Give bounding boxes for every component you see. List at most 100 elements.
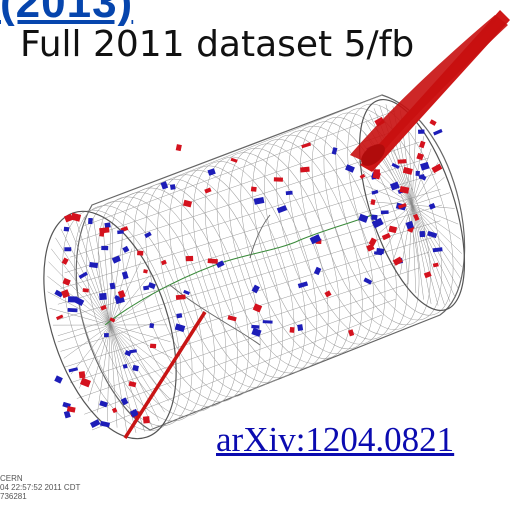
energy-deposit (262, 320, 273, 324)
energy-deposit (276, 205, 288, 214)
energy-deposit (428, 202, 436, 210)
energy-deposit (122, 364, 128, 369)
energy-deposit (432, 247, 443, 253)
energy-deposit (345, 164, 355, 173)
energy-deposit (117, 230, 124, 235)
energy-deposit (169, 184, 176, 190)
energy-deposit (331, 147, 338, 155)
energy-deposit (368, 237, 377, 247)
energy-deposit (415, 170, 420, 177)
energy-deposit (371, 214, 378, 221)
energy-deposit (381, 232, 391, 241)
event-info: CERN 04 22:57:52 2011 CDT 736281 (0, 474, 80, 501)
energy-deposit (124, 350, 132, 357)
energy-deposit (300, 166, 310, 173)
detector-cylinder (43, 94, 466, 440)
energy-deposit (392, 256, 403, 266)
energy-deposit (289, 326, 295, 333)
energy-deposit (176, 313, 183, 319)
energy-deposit (207, 168, 216, 176)
energy-deposit (324, 290, 332, 298)
energy-deposit (89, 419, 101, 428)
energy-deposit (109, 317, 116, 323)
energy-deposit (359, 173, 366, 179)
energy-deposit (185, 255, 194, 262)
energy-deposit (417, 129, 425, 134)
energy-deposit (374, 116, 385, 127)
energy-deposit (397, 202, 407, 209)
energy-deposit (431, 163, 443, 174)
energy-deposit (67, 307, 78, 313)
energy-deposit (82, 288, 89, 293)
energy-deposit (175, 144, 182, 152)
energy-deposit (78, 271, 88, 280)
energy-deposit (63, 410, 71, 419)
info-line-1: CERN (0, 474, 23, 483)
muon-tracks (123, 10, 510, 439)
energy-deposit (144, 231, 152, 239)
arxiv-link[interactable]: arXiv:1204.0821 (216, 420, 455, 459)
energy-deposit (251, 324, 260, 329)
energy-deposit (348, 329, 355, 337)
energy-deposit (132, 364, 139, 372)
energy-deposit (371, 189, 379, 195)
energy-deposit (61, 257, 69, 265)
energy-deposit (142, 416, 150, 424)
energy-deposit (373, 169, 380, 177)
info-line-2: 04 22:57:52 2011 CDT (0, 483, 81, 492)
energy-deposit (109, 282, 116, 290)
energy-deposit (399, 185, 410, 194)
energy-deposit (175, 294, 186, 300)
inner-tracks (104, 214, 373, 346)
energy-deposit (120, 397, 129, 406)
reference-year-link[interactable]: (2013) (0, 0, 134, 27)
energy-deposit (371, 217, 384, 229)
energy-deposit (63, 226, 70, 232)
energy-deposit (68, 367, 79, 373)
energy-deposit (64, 213, 74, 223)
energy-deposit (147, 282, 156, 290)
energy-deposit (358, 213, 369, 223)
energy-deposit (64, 247, 72, 252)
energy-deposit (89, 262, 99, 269)
energy-deposit (122, 245, 130, 253)
energy-deposit (149, 323, 155, 329)
energy-deposit (100, 304, 107, 311)
energy-deposit (78, 371, 86, 379)
energy-deposit (160, 181, 169, 190)
energy-deposit (54, 375, 63, 384)
energy-deposit (183, 289, 190, 295)
energy-deposit (227, 315, 237, 322)
energy-deposit (88, 217, 93, 225)
energy-deposit (297, 324, 304, 331)
energy-deposit (62, 277, 71, 286)
energy-deposit (273, 177, 283, 182)
energy-deposit (160, 259, 167, 266)
energy-deposit (99, 227, 110, 234)
energy-deposit (391, 162, 400, 169)
energy-deposit (117, 289, 126, 299)
energy-deposit (402, 166, 413, 175)
energy-deposit (121, 271, 129, 280)
energy-deposit (413, 213, 420, 222)
energy-deposit (432, 262, 439, 268)
energy-deposit (128, 381, 137, 388)
energy-deposit (297, 281, 309, 289)
energy-deposit (309, 234, 322, 245)
energy-deposit (183, 199, 193, 208)
energy-deposit (70, 212, 82, 222)
energy-deposit (137, 250, 144, 256)
energy-deposit (285, 190, 293, 196)
energy-deposit (389, 181, 400, 191)
energy-deposit (433, 128, 443, 136)
energy-deposit (373, 251, 383, 256)
energy-deposit (363, 277, 373, 285)
energy-deposit (114, 294, 120, 301)
energy-deposit (380, 210, 389, 215)
energy-deposit (54, 289, 64, 298)
energy-deposit (416, 152, 424, 161)
energy-deposit (67, 296, 78, 303)
energy-deposit (419, 231, 426, 238)
energy-deposit (149, 343, 157, 349)
energy-deposit (101, 245, 109, 251)
